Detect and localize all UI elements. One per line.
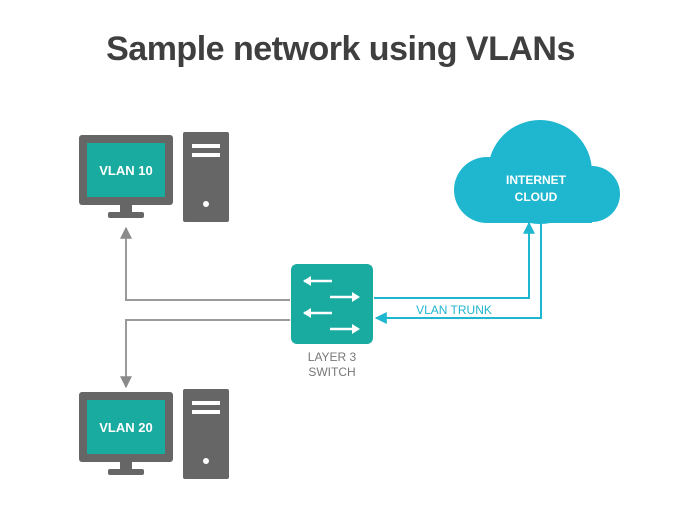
cloud-label-line2: CLOUD <box>515 190 558 204</box>
pc-vlan10: VLAN 10 <box>79 132 229 222</box>
pc-vlan20: VLAN 20 <box>79 389 229 479</box>
cloud-label-line1: INTERNET <box>506 173 567 187</box>
pc-links <box>120 226 290 389</box>
trunk-down <box>374 223 542 324</box>
link-switch-to-vlan20 <box>120 319 290 389</box>
link-switch-to-vlan10 <box>120 226 290 301</box>
tower-icon <box>183 389 229 479</box>
monitor-icon <box>79 135 173 218</box>
pc-vlan10-screen-label: VLAN 10 <box>99 163 152 178</box>
switch-label-line1: LAYER 3 <box>308 350 357 364</box>
switch-label-line2: SWITCH <box>308 365 355 379</box>
tower-icon <box>183 132 229 222</box>
switch-icon <box>291 264 373 344</box>
internet-cloud: INTERNET CLOUD <box>454 120 620 224</box>
trunk-links: VLAN TRUNK <box>374 221 542 324</box>
cloud-icon <box>454 120 620 224</box>
page-title: Sample network using VLANs <box>106 30 575 68</box>
trunk-up <box>374 221 535 299</box>
trunk-label: VLAN TRUNK <box>416 303 492 317</box>
pc-vlan20-screen-label: VLAN 20 <box>99 420 152 435</box>
layer3-switch: LAYER 3 SWITCH <box>291 264 373 379</box>
monitor-icon <box>79 392 173 475</box>
switch-arrows-icon <box>303 276 360 334</box>
